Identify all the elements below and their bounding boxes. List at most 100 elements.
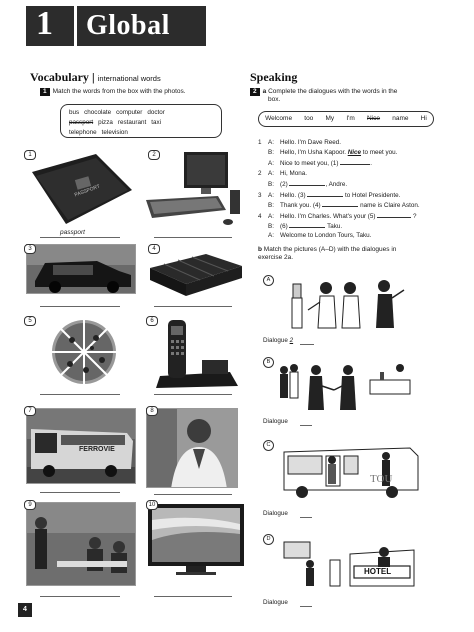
photo-number-4: 4 [148, 244, 160, 254]
answer-line-5 [40, 394, 120, 395]
speaker: A: [268, 170, 274, 177]
photo-passport: PASSPORT [26, 150, 136, 228]
photo-restaurant [26, 502, 136, 586]
photo-number-7: 7 [24, 406, 36, 416]
dialogue-text: (6) [280, 223, 288, 230]
photo-bus: FERROVIE [26, 408, 136, 484]
word-passport: passport [69, 119, 94, 126]
picture-b-illustration [276, 360, 416, 412]
photo-chocolate [146, 244, 246, 298]
dialogue-label: Dialogue [263, 599, 288, 606]
blank-5[interactable] [377, 212, 412, 218]
photo-doctor [146, 408, 238, 488]
answer-line-7 [40, 492, 120, 493]
exercise-2a-text-2: box. [268, 96, 281, 104]
photo-number-9: 9 [24, 500, 36, 510]
dialogue-text: ? [412, 213, 417, 220]
box-word-hi: Hi [420, 114, 427, 122]
dialogue-text: . [370, 160, 372, 167]
answer-line-10 [154, 596, 232, 597]
exercise-2b-letter: b [258, 246, 262, 253]
box-word-welcome: Welcome [265, 114, 293, 122]
unit-number: 1 [36, 5, 53, 42]
dialogue-label: Dialogue [263, 418, 288, 425]
picture-c-dialogue-label: Dialogue [263, 510, 288, 518]
dialogue-4-line-1: 4 A: Hello. I'm Charles. What's your (5) ? [258, 212, 417, 221]
vocabulary-subtitle: international words [97, 74, 161, 83]
picture-letter-c: C [263, 440, 274, 451]
dialogue-1-line-2: B:Hello, I'm Usha Kapoor. Nice to meet y… [258, 149, 397, 157]
speaker: B: [268, 181, 274, 188]
dialogue-number: 3 [258, 192, 262, 199]
bus-sign-text: FERROVIE [79, 446, 115, 453]
dialogue-text: (2) [280, 181, 288, 188]
word-doctor: doctor [147, 109, 165, 116]
answer-line-9 [40, 596, 120, 597]
speaking-heading: Speaking [250, 70, 298, 84]
word-taxi: taxi [151, 119, 162, 126]
box-word-my: My [325, 114, 335, 122]
photo-computer [146, 150, 246, 230]
box-word-nice: Nice [367, 114, 381, 122]
picture-letter-d: D [263, 534, 274, 545]
photo-taxi [26, 244, 136, 294]
picture-b-dialogue-label: Dialogue [263, 418, 288, 426]
dialogue-number: 1 [258, 139, 262, 146]
picture-a-answer-line [300, 344, 314, 345]
box-word-name: name [392, 114, 409, 122]
dialogue-text: to meet you. [362, 149, 398, 156]
dialogue-3-line-2: B:Thank you. (4) name is Claire Aston. [258, 201, 420, 210]
dialogue-text: Nice to meet you, (1) [280, 160, 339, 167]
dialogue-text: Welcome to London Tours, Taku. [280, 232, 372, 239]
photo-telephone [146, 316, 246, 390]
dialogue-text: to Hotel Presidente. [345, 192, 401, 199]
speaker: A: [268, 160, 274, 167]
word-telephone: telephone [69, 129, 97, 136]
picture-d-answer-line [300, 606, 312, 607]
speaker: A: [268, 139, 274, 146]
unit-banner [26, 6, 206, 46]
vocabulary-title: Vocabulary [30, 70, 89, 84]
picture-d-illustration: HOTEL [280, 534, 420, 592]
dialogue-text: name is Claire Aston. [360, 202, 420, 209]
hotel-sign-text: HOTEL [364, 567, 392, 576]
picture-b-answer-line [300, 425, 312, 426]
answer-line-4 [154, 306, 232, 307]
word-restaurant: restaurant [117, 119, 147, 126]
dialogue-number: 2 [258, 170, 262, 177]
word-television: television [101, 129, 128, 136]
vocabulary-heading: Vocabulary|international words [30, 70, 161, 86]
speaker: A: [268, 232, 274, 239]
dialogue-number: 4 [258, 213, 262, 220]
photo-number-5: 5 [24, 316, 36, 326]
dialogue-text: Thank you. (4) [280, 202, 321, 209]
picture-letter-b: B [263, 357, 274, 368]
speaker: A: [268, 213, 274, 220]
blank-1[interactable] [340, 159, 371, 165]
dialogue-2-line-2: B:(2) , Andre. [258, 180, 347, 189]
photo-number-6: 6 [146, 316, 158, 326]
blank-2[interactable] [289, 180, 326, 186]
exercise-2-badge: 2 [250, 88, 260, 96]
dialogue-4-line-2: B:(6) Taku. [258, 222, 342, 231]
unit-divider [74, 6, 77, 46]
blank-3[interactable] [307, 191, 344, 197]
word-computer: computer [116, 109, 143, 116]
dialogue-label: Dialogue [263, 510, 288, 517]
answer-line-2 [154, 237, 232, 238]
picture-a-dialogue-label: Dialogue 2 [263, 337, 293, 345]
blank-6[interactable] [289, 222, 326, 228]
dialogue-text: Hello. I'm Charles. What's your (5) [280, 213, 376, 220]
blank-4[interactable] [322, 201, 359, 207]
dialogue-4-line-3: A: Welcome to London Tours, Taku. [258, 232, 371, 240]
bus-side-text: TOU [370, 473, 393, 485]
speaker: A: [268, 192, 274, 199]
dialogue-text: Hello, I'm Usha Kapoor. [280, 149, 346, 156]
word-chocolate: chocolate [84, 109, 112, 116]
picture-c-illustration: TOU [282, 442, 422, 500]
